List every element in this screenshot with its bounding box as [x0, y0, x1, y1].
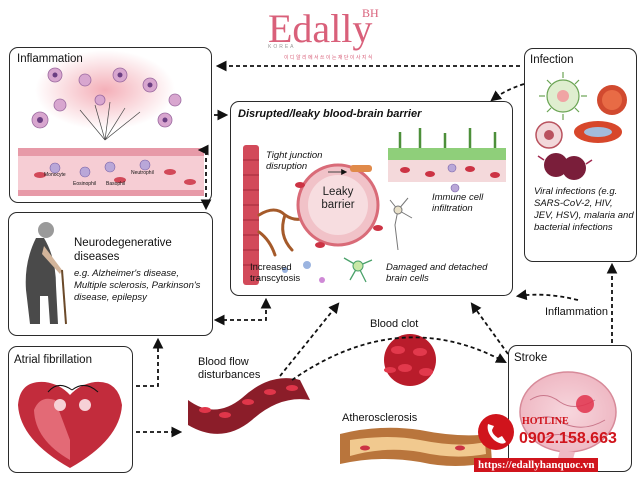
stroke-title: Stroke	[514, 352, 548, 364]
arrow-neuro-to-bbb	[213, 297, 272, 326]
cell-label-eosinophil: Eosinophil	[73, 181, 97, 187]
arrow-stroke-to-bbb	[470, 302, 509, 355]
phone-icon	[478, 414, 514, 450]
atherosclerosis-illustration	[340, 427, 492, 466]
arrow-bloodflow-to-bbb	[279, 302, 340, 377]
label-blood-clot: Blood clot	[370, 318, 419, 330]
label-immune-cell: Immune cell infiltration	[432, 192, 484, 214]
brand-country: KOREA	[268, 44, 296, 50]
blood-vessel-illustration	[188, 378, 310, 434]
hotline-phone[interactable]: 0902.158.663	[519, 430, 617, 447]
arrow-afib-to-neuro	[136, 337, 164, 387]
brand-name: Edally	[268, 6, 373, 51]
label-inflammation-arrow: Inflammation	[545, 306, 608, 318]
neuro-examples: e.g. Alzheimer's disease, Multiple scler…	[74, 268, 201, 303]
label-atherosclerosis: Atherosclerosis	[342, 412, 418, 424]
arrow-infection-to-bbb	[490, 83, 525, 102]
infection-illustration	[535, 72, 627, 180]
inflammation-title: Inflammation	[17, 53, 83, 65]
label-damaged-cells: Damaged and detached brain cells	[386, 262, 488, 284]
label-blood-flow: Blood flow disturbances	[198, 356, 261, 381]
heart-illustration	[18, 381, 122, 468]
hotline-label: HOTLINE	[522, 416, 569, 427]
brand-logo: Edally	[268, 8, 372, 50]
infection-box	[524, 48, 637, 262]
cell-label-neutrophil: Neutrophil	[131, 170, 154, 176]
label-transcytosis: Increased transcytosis	[250, 262, 301, 284]
blood-clot-illustration	[384, 334, 436, 386]
website-link[interactable]: https://edallyhanquoc.vn	[474, 458, 599, 472]
cell-label-basophil: Basophil	[106, 181, 126, 187]
label-tight-junction: Tight junction disruption	[266, 150, 323, 172]
afib-title: Atrial fibrillation	[14, 354, 92, 366]
neuro-title: Neurodegenerative diseases	[74, 237, 172, 263]
cell-label-monocyte: Monocyte	[44, 172, 66, 178]
arrow-inflammation-to-bbb-side	[515, 289, 579, 301]
brand-tagline: 이 디 알 리 에 서 쓰 이 는 재 단 이 사 지 식	[284, 55, 373, 61]
label-leaky-barrier: Leaky barrier	[321, 186, 355, 211]
infection-title: Infection	[530, 54, 574, 66]
arrow-inflammation-to-neuro	[197, 144, 212, 211]
arrow-bloodflow-to-stroke	[291, 336, 507, 381]
bbb-illustration	[243, 128, 506, 285]
inflammation-illustration	[18, 50, 204, 196]
bbb-title: Disrupted/leaky blood-brain barrier	[238, 108, 422, 120]
infection-description: Viral infections (e.g. SARS-CoV-2, HIV, …	[534, 186, 634, 233]
brand-superscript: BH	[362, 6, 379, 20]
elderly-person-illustration	[25, 222, 67, 325]
